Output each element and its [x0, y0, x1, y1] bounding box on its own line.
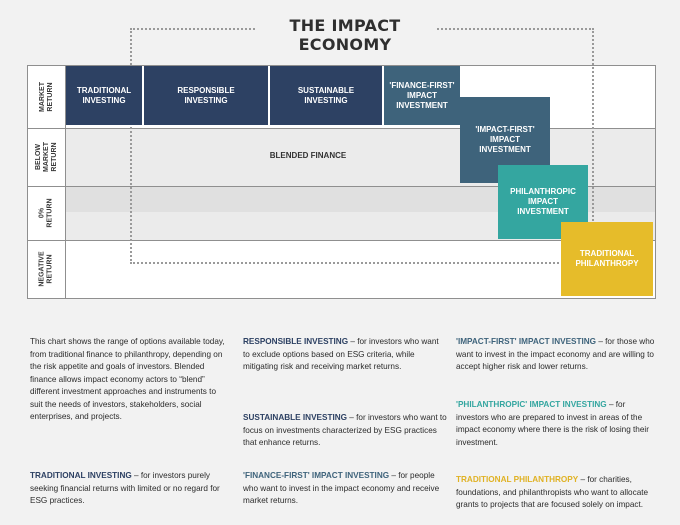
term-traditional-philanthropy: TRADITIONAL PHILANTHROPY	[456, 475, 579, 484]
row-label-market-return: MARKET RETURN	[38, 82, 54, 112]
row-divider	[28, 186, 655, 187]
term-finance-first: 'FINANCE-FIRST' IMPACT INVESTING	[243, 471, 390, 480]
diagram-title: THE IMPACT ECONOMY	[255, 16, 435, 54]
label-column-divider	[65, 66, 66, 298]
box-traditional-philanthropy: TRADITIONAL PHILANTHROPY	[561, 222, 653, 296]
impact-economy-boundary-bottom	[130, 262, 594, 264]
desc-impact-first: 'IMPACT-FIRST' IMPACT INVESTING – for th…	[456, 337, 655, 371]
desc-traditional-investing: TRADITIONAL INVESTING – for investors pu…	[30, 471, 220, 505]
term-traditional-investing: TRADITIONAL INVESTING	[30, 471, 132, 480]
box-philanthropic-impact: PHILANTHROPIC IMPACT INVESTMENT	[498, 165, 588, 239]
desc-traditional-philanthropy: TRADITIONAL PHILANTHROPY – for charities…	[456, 475, 649, 509]
term-responsible-investing: RESPONSIBLE INVESTING	[243, 337, 349, 346]
blended-finance-label: BLENDED FINANCE	[269, 151, 347, 160]
box-responsible-investing: RESPONSIBLE INVESTING	[144, 66, 268, 125]
term-philanthropic: 'PHILANTHROPIC' IMPACT INVESTING	[456, 400, 607, 409]
term-sustainable-investing: SUSTAINABLE INVESTING	[243, 413, 348, 422]
box-finance-first-impact: 'FINANCE-FIRST' IMPACT INVESTMENT	[384, 66, 460, 125]
row-label-zero-return: 0% RETURN	[38, 198, 54, 228]
row-divider	[28, 240, 655, 241]
desc-philanthropic: 'PHILANTHROPIC' IMPACT INVESTING – for i…	[456, 400, 649, 447]
row-label-negative-return: NEGATIVE RETURN	[38, 251, 54, 287]
box-traditional-investing: TRADITIONAL INVESTING	[66, 66, 142, 125]
term-impact-first: 'IMPACT-FIRST' IMPACT INVESTING	[456, 337, 597, 346]
box-sustainable-investing: SUSTAINABLE INVESTING	[270, 66, 382, 125]
desc-sustainable-investing: SUSTAINABLE INVESTING – for investors wh…	[243, 413, 447, 447]
row-divider	[28, 128, 655, 129]
desc-finance-first: 'FINANCE-FIRST' IMPACT INVESTING – for p…	[243, 471, 440, 505]
row-label-below-market-return: BELOW MARKET RETURN	[34, 142, 58, 172]
desc-responsible-investing: RESPONSIBLE INVESTING – for investors wh…	[243, 337, 439, 371]
intro-text: This chart shows the range of options av…	[30, 337, 225, 421]
